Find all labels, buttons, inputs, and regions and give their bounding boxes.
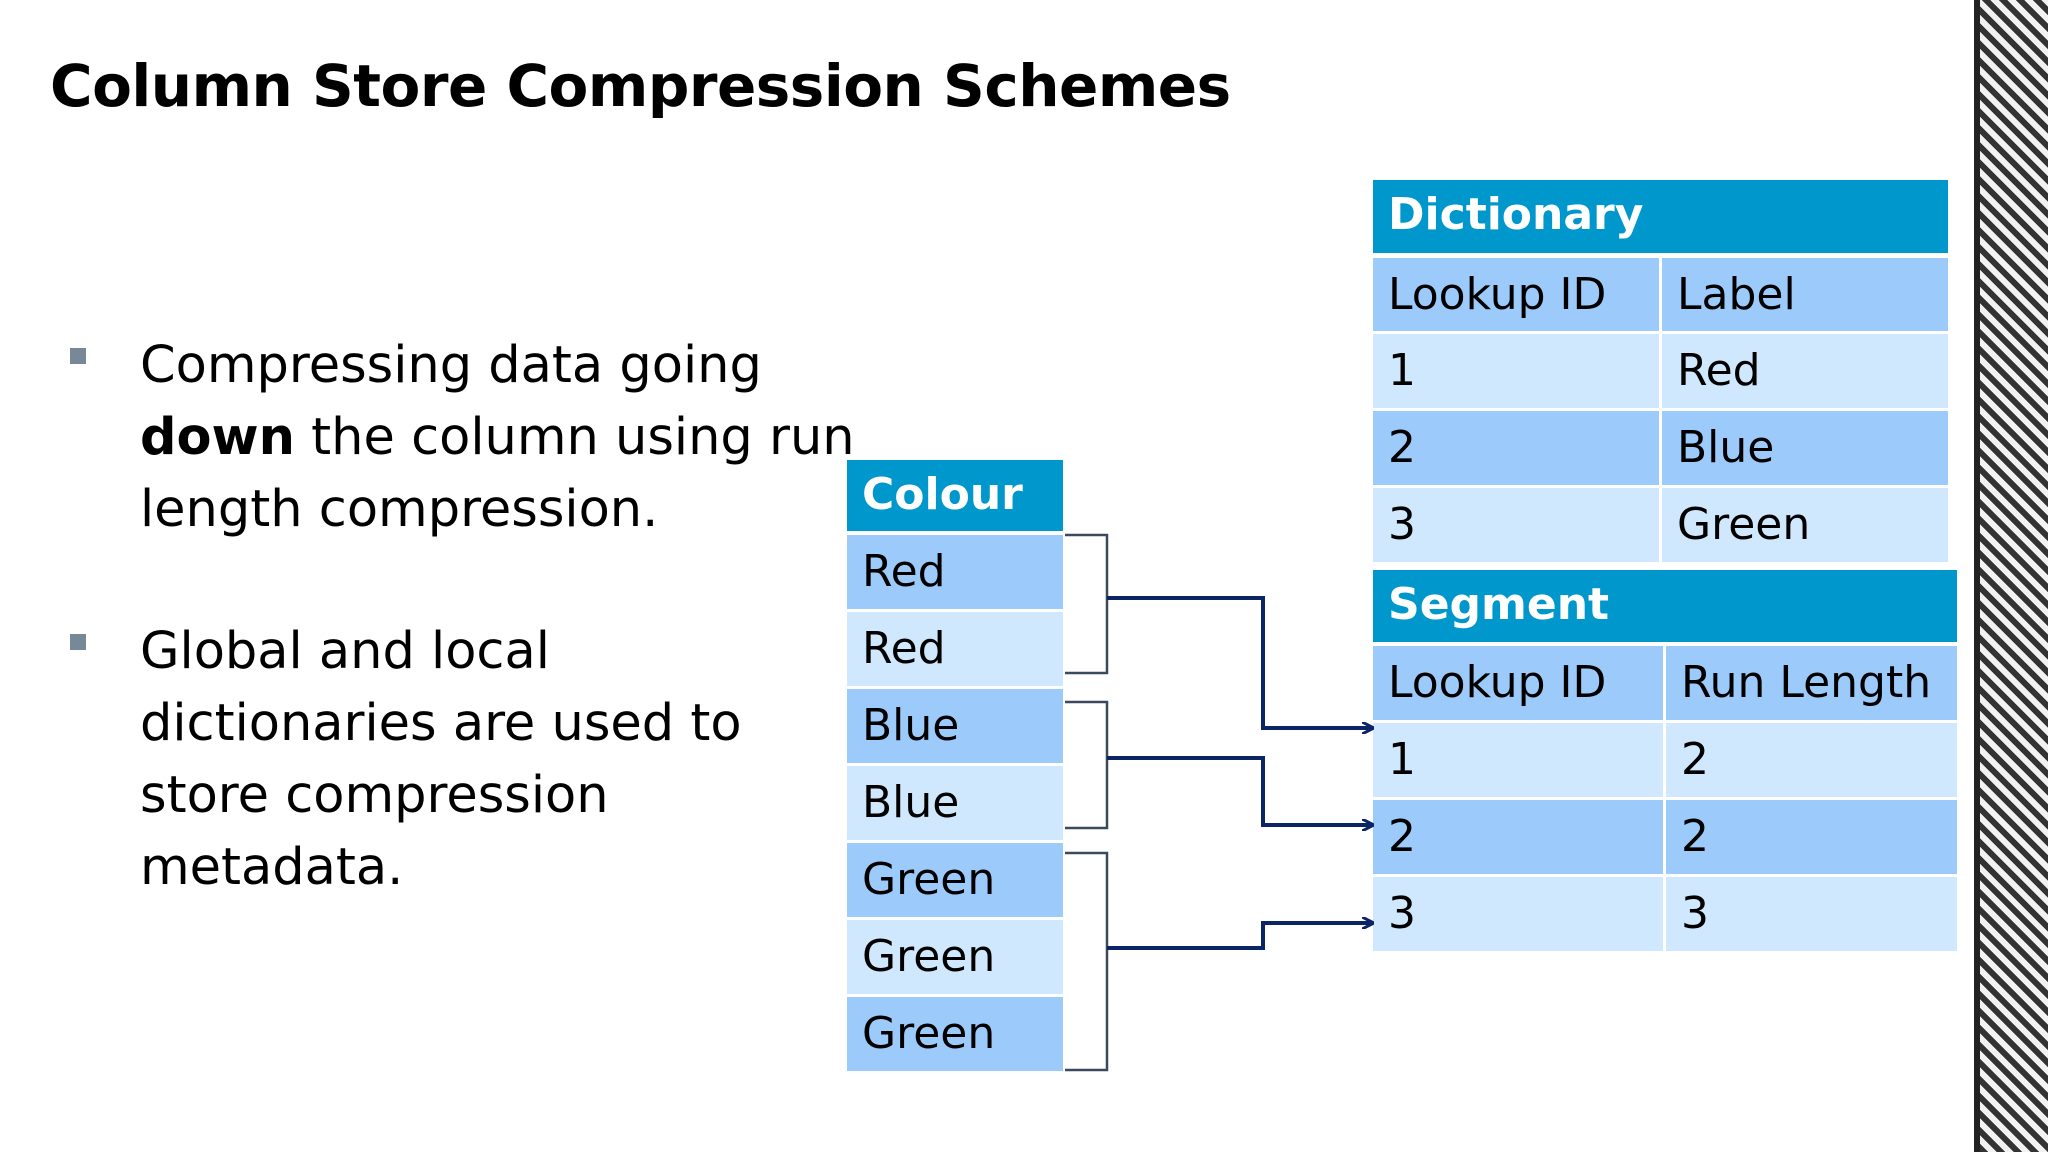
bullet-1-line-2: down the column using run (140, 402, 900, 474)
bullet-marker-icon (70, 634, 86, 650)
segment-column-header: Lookup ID (1373, 646, 1663, 720)
colour-cell: Blue (847, 766, 1063, 840)
colour-cell: Green (847, 920, 1063, 994)
bullet-text-1: Compressing data going down the column u… (140, 330, 900, 546)
bracket-red-run (1065, 533, 1109, 675)
colour-table-header: Colour (847, 460, 1063, 531)
bullet-1-line-1: Compressing data going (140, 336, 762, 395)
colour-cell: Red (847, 535, 1063, 609)
colour-cell: Green (847, 843, 1063, 917)
dictionary-column-header: Label (1662, 258, 1948, 331)
bullet-1-bold-word: down (140, 408, 295, 467)
bullet-2-line-4: metadata. (140, 838, 404, 897)
dictionary-cell: 1 (1373, 334, 1659, 408)
colour-cell: Green (847, 997, 1063, 1071)
bullet-marker-icon (70, 348, 86, 364)
slide-edge-bar (1974, 0, 1980, 1152)
dictionary-cell: Green (1662, 488, 1948, 562)
segment-cell: 3 (1666, 877, 1957, 951)
segment-cell: 2 (1666, 723, 1957, 797)
colour-cell: Blue (847, 689, 1063, 763)
bullet-2-line-1: Global and local (140, 622, 550, 681)
bullet-1-line-3: length compression. (140, 480, 659, 539)
colour-cell: Red (847, 612, 1063, 686)
bracket-green-run (1065, 851, 1109, 1072)
slide-edge-pattern (1980, 0, 2048, 1152)
bracket-blue-run (1065, 700, 1109, 830)
bullet-text-2: Global and local dictionaries are used t… (140, 616, 900, 904)
segment-cell: 3 (1373, 877, 1663, 951)
dictionary-cell: Red (1662, 334, 1948, 408)
slide-title: Column Store Compression Schemes (50, 52, 1231, 120)
bullet-2-line-3: store compression (140, 766, 609, 825)
dictionary-table-header: Dictionary (1373, 180, 1948, 253)
dictionary-cell: 2 (1373, 411, 1659, 485)
dictionary-cell: Blue (1662, 411, 1948, 485)
segment-table-header: Segment (1373, 570, 1957, 642)
dictionary-column-header: Lookup ID (1373, 258, 1659, 331)
segment-column-header: Run Length (1666, 646, 1957, 720)
bullet-1-line-2-rest: the column using run (294, 408, 855, 467)
segment-cell: 1 (1373, 723, 1663, 797)
connector-green-arrow (1107, 923, 1372, 950)
dictionary-cell: 3 (1373, 488, 1659, 562)
segment-cell: 2 (1666, 800, 1957, 874)
bullet-2-line-2: dictionaries are used to (140, 694, 742, 753)
segment-cell: 2 (1373, 800, 1663, 874)
connector-red-arrow (1107, 596, 1372, 728)
connector-blue-arrow (1107, 756, 1372, 825)
